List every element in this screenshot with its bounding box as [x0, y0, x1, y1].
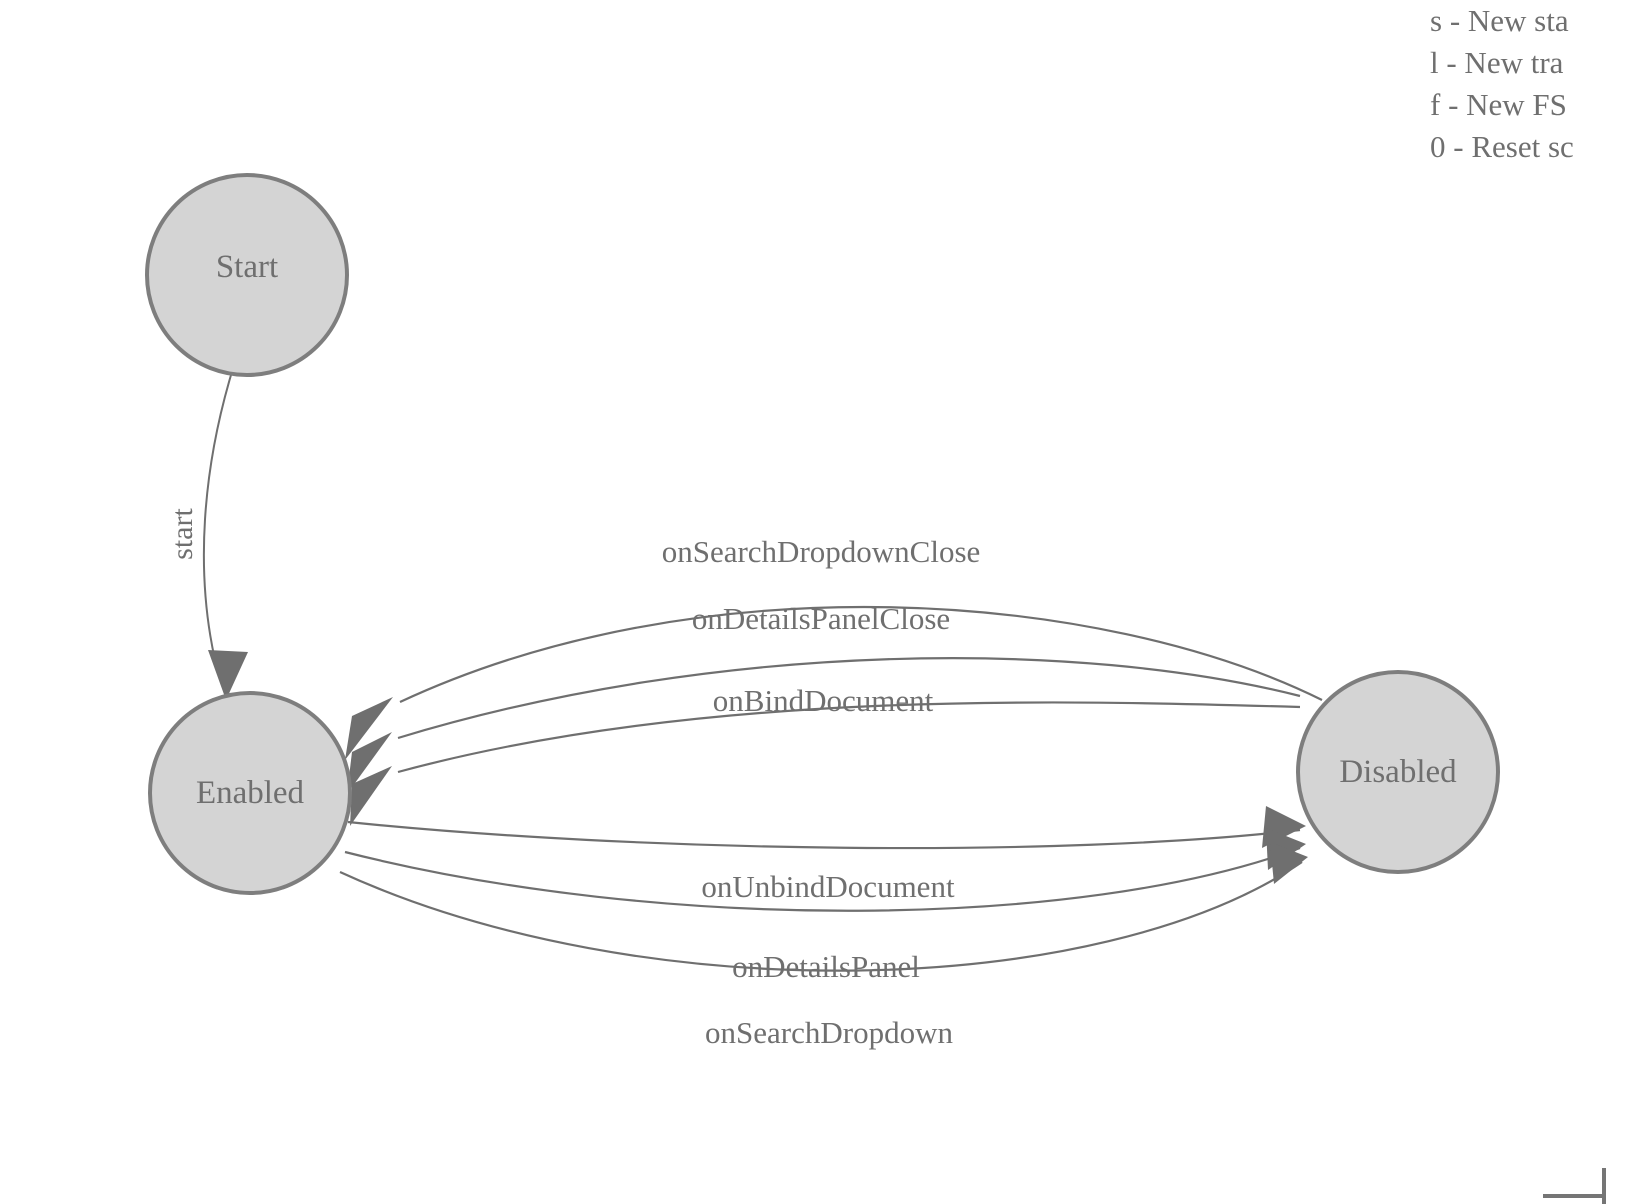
canvas-corner-bracket-horizontal [1543, 1194, 1606, 1198]
edge-path-on-unbind-document [347, 820, 1301, 850]
state-node-enabled[interactable]: Enabled [148, 691, 352, 895]
transition-enabled-to-disabled-details-panel[interactable]: onDetailsPanel [344, 828, 1306, 984]
transition-disabled-to-enabled-details-panel-close[interactable]: onDetailsPanelClose [347, 601, 1301, 794]
keyboard-shortcuts-legend: s - New sta l - New tra f - New FS 0 - R… [1430, 0, 1632, 168]
edge-path-on-search-dropdown-close [399, 605, 1323, 703]
transition-label-on-details-panel: onDetailsPanel [732, 949, 920, 984]
state-node-enabled-label: Enabled [196, 775, 305, 811]
edge-path-on-details-panel-close [397, 657, 1301, 740]
state-node-start-label: Start [216, 249, 278, 285]
transition-enabled-to-disabled-search-dropdown[interactable]: onSearchDropdown [339, 842, 1308, 1050]
state-node-start-circle [145, 173, 349, 377]
state-node-disabled[interactable]: Disabled [1296, 670, 1500, 874]
edge-path-on-bind-document [397, 701, 1301, 774]
legend-line-new-transition: l - New tra [1430, 45, 1564, 80]
arrowhead-on-bind-document [350, 766, 392, 826]
transition-start-to-enabled[interactable]: start [166, 374, 248, 700]
legend-line-new-fsm: f - New FS [1430, 87, 1567, 122]
transition-label-on-unbind-document: onUnbindDocument [701, 869, 955, 904]
state-node-enabled-circle [148, 691, 352, 895]
arrowhead-on-search-dropdown-close [345, 697, 393, 760]
canvas-corner-bracket-vertical [1602, 1168, 1606, 1204]
transition-label-on-details-panel-close: onDetailsPanelClose [692, 601, 950, 636]
transition-disabled-to-enabled-search-dropdown-close[interactable]: onSearchDropdownClose [345, 534, 1323, 760]
transition-label-on-bind-document: onBindDocument [713, 683, 934, 718]
arrowhead-on-details-panel-close [347, 732, 392, 794]
transition-label-on-search-dropdown: onSearchDropdown [705, 1015, 953, 1050]
transition-disabled-to-enabled-bind-document[interactable]: onBindDocument [350, 683, 1301, 826]
state-node-disabled-circle [1296, 670, 1500, 874]
legend-line-reset-scale: 0 - Reset sc [1430, 129, 1574, 164]
arrowhead-on-search-dropdown [1270, 842, 1308, 884]
state-node-disabled-label: Disabled [1339, 754, 1457, 790]
transition-enabled-to-disabled-unbind-document[interactable]: onUnbindDocument [347, 806, 1306, 904]
state-node-start[interactable]: Start [145, 173, 349, 377]
edge-path-start-enabled [202, 374, 232, 661]
edge-path-on-search-dropdown [339, 861, 1303, 972]
arrowhead-start-enabled [208, 650, 248, 700]
transition-label-on-search-dropdown-close: onSearchDropdownClose [662, 534, 981, 569]
legend-line-new-state: s - New sta [1430, 3, 1569, 38]
transition-label-start: start [166, 508, 199, 560]
edge-path-on-details-panel [344, 846, 1301, 912]
